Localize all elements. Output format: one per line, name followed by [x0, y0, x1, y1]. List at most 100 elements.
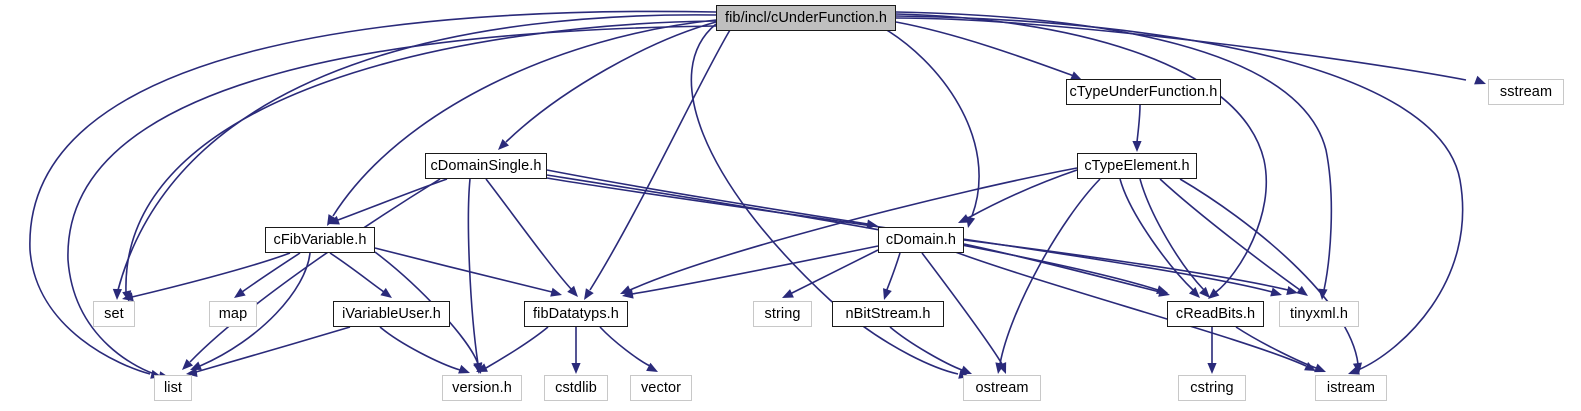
arrow-root-to-cTypeUnderFunction	[1070, 71, 1082, 80]
arrow-cTypeElement-to-cReadBits-2	[1188, 286, 1200, 298]
edge-root-to-cDomain	[879, 25, 980, 217]
edge-root-to-tinyxml	[895, 11, 1333, 291]
edge-root-to-list-2	[67, 25, 717, 376]
graph-node-string[interactable]: string	[753, 301, 812, 327]
arrow-root-to-set	[112, 288, 122, 300]
graph-node-map[interactable]: map	[209, 301, 257, 327]
edge-nBitStream-to-ostream	[889, 326, 963, 371]
edge-cDomainSingle-to-cFibVariable	[337, 178, 448, 221]
arrow-iVariableUser-to-list	[186, 367, 198, 378]
arrow-cFibVariable-to-fibDatatyps	[550, 287, 562, 297]
graph-node-nBitStream[interactable]: nBitStream.h	[832, 301, 944, 327]
arrow-cTypeElement-to-istream	[1352, 362, 1363, 374]
edge-cTypeElement-to-tinyxml	[1159, 178, 1301, 291]
edge-cDomainSingle-to-cDomain	[546, 169, 869, 225]
graph-node-version[interactable]: version.h	[442, 375, 522, 401]
edge-cTypeElement-to-istream	[1179, 178, 1359, 365]
arrow-cDomain-to-string	[782, 289, 794, 298]
arrow-iVariableUser-to-version	[458, 364, 470, 374]
arrow-cFibVariable-to-map	[234, 287, 246, 298]
edge-root-to-cFibVariable	[332, 19, 717, 217]
graph-node-cFibVariable[interactable]: cFibVariable.h	[265, 227, 375, 253]
arrow-fibDatatyps-to-version	[476, 363, 488, 372]
edge-cTypeElement-to-cDomain	[967, 169, 1078, 219]
edge-fibDatatyps-to-version	[485, 326, 549, 369]
edge-root-to-set	[117, 14, 717, 291]
arrow-fibDatatyps-to-cstdlib	[571, 363, 581, 374]
arrow-cTypeElement-to-cDomain	[958, 214, 970, 223]
graph-node-label: version.h	[452, 379, 512, 396]
graph-node-vector[interactable]: vector	[630, 375, 692, 401]
edge-cDomain-to-fibDatatyps	[631, 245, 879, 295]
edge-cFibVariable-to-set	[131, 252, 291, 298]
graph-node-label: list	[163, 379, 183, 396]
graph-node-cDomain[interactable]: cDomain.h	[878, 227, 964, 253]
graph-node-cstdlib[interactable]: cstdlib	[544, 375, 608, 401]
edge-fibDatatyps-to-vector	[599, 326, 651, 367]
arrow-cTypeUnderFunction-to-cTypeElement	[1132, 141, 1142, 152]
arrow-cReadBits-to-cstring	[1207, 363, 1217, 374]
graph-node-label: cDomainSingle.h	[430, 157, 542, 174]
edge-root-to-set-2	[125, 20, 717, 293]
arrow-cDomainSingle-to-tinyxml	[1270, 287, 1282, 297]
arrow-cDomainSingle-to-cFibVariable	[328, 215, 340, 225]
graph-node-fibDatatyps[interactable]: fibDatatyps.h	[524, 301, 628, 327]
arrow-cDomain-to-nBitStream	[883, 288, 892, 300]
graph-node-label: cReadBits.h	[1175, 305, 1256, 322]
arrow-cFibVariable-to-list	[190, 361, 202, 370]
arrow-cTypeElement-to-cReadBits	[1199, 286, 1210, 298]
graph-node-label: string	[764, 305, 801, 322]
edge-cReadBits-to-istream	[1235, 326, 1317, 369]
edge-root-to-istream	[895, 15, 1464, 371]
edge-root-to-list	[29, 10, 717, 375]
edge-cDomainSingle-to-fibDatatyps	[485, 178, 573, 291]
graph-node-cTypeUnderFunction[interactable]: cTypeUnderFunction.h	[1066, 79, 1221, 105]
graph-node-label: cDomain.h	[885, 231, 957, 248]
graph-node-label: cstdlib	[555, 379, 597, 396]
graph-node-label: cTypeUnderFunction.h	[1069, 83, 1218, 100]
graph-node-root[interactable]: fib/incl/cUnderFunction.h	[716, 5, 896, 31]
graph-node-cReadBits[interactable]: cReadBits.h	[1167, 301, 1264, 327]
graph-node-istream[interactable]: istream	[1315, 375, 1387, 401]
arrow-root-to-sstream	[1474, 75, 1486, 85]
arrow-cDomain-to-tinyxml	[1286, 286, 1298, 296]
graph-node-label: set	[104, 305, 124, 322]
graph-node-cDomainSingle[interactable]: cDomainSingle.h	[425, 153, 547, 179]
graph-node-label: ostream	[975, 379, 1029, 396]
graph-node-label: cFibVariable.h	[273, 231, 367, 248]
graph-node-ostream[interactable]: ostream	[963, 375, 1041, 401]
edge-cDomain-to-tinyxml	[963, 239, 1289, 291]
graph-node-label: cstring	[1190, 379, 1234, 396]
arrow-root-to-cDomainSingle	[498, 138, 510, 150]
arrow-cFibVariable-to-set	[122, 292, 134, 302]
arrow-cFibVariable-to-iVariableUser	[380, 287, 392, 298]
edge-cDomain-to-string	[789, 249, 879, 295]
graph-node-cTypeElement[interactable]: cTypeElement.h	[1077, 153, 1197, 179]
graph-node-tinyxml[interactable]: tinyxml.h	[1279, 301, 1359, 327]
edge-cDomainSingle-to-version	[467, 178, 479, 365]
graph-node-label: istream	[1326, 379, 1376, 396]
graph-node-iVariableUser[interactable]: iVariableUser.h	[333, 301, 450, 327]
arrow-cTypeElement-to-tinyxml	[1296, 285, 1308, 296]
edge-cFibVariable-to-map	[241, 252, 301, 293]
graph-node-sstream[interactable]: sstream	[1488, 79, 1564, 105]
graph-node-label: fibDatatyps.h	[533, 305, 619, 322]
edge-cTypeElement-to-cReadBits-2	[1119, 178, 1195, 292]
graph-node-list[interactable]: list	[154, 375, 192, 401]
edge-root-to-ostream	[690, 23, 959, 375]
graph-node-label: map	[218, 305, 248, 322]
arrow-fibDatatyps-to-vector	[646, 362, 658, 372]
edge-cDomain-to-nBitStream	[885, 252, 901, 293]
edge-root-to-cDomainSingle	[505, 21, 717, 143]
edge-cDomainSingle-to-list	[189, 178, 441, 363]
graph-node-label: nBitStream.h	[845, 305, 931, 322]
graph-node-cstring[interactable]: cstring	[1178, 375, 1246, 401]
graph-node-set[interactable]: set	[93, 301, 135, 327]
arrow-root-to-fibDatatyps	[584, 288, 594, 300]
edge-cFibVariable-to-fibDatatyps	[374, 247, 553, 293]
edge-cTypeElement-to-fibDatatyps	[629, 167, 1078, 291]
edge-root-to-fibDatatyps	[589, 29, 731, 291]
arrow-cReadBits-to-istream	[1314, 363, 1326, 373]
